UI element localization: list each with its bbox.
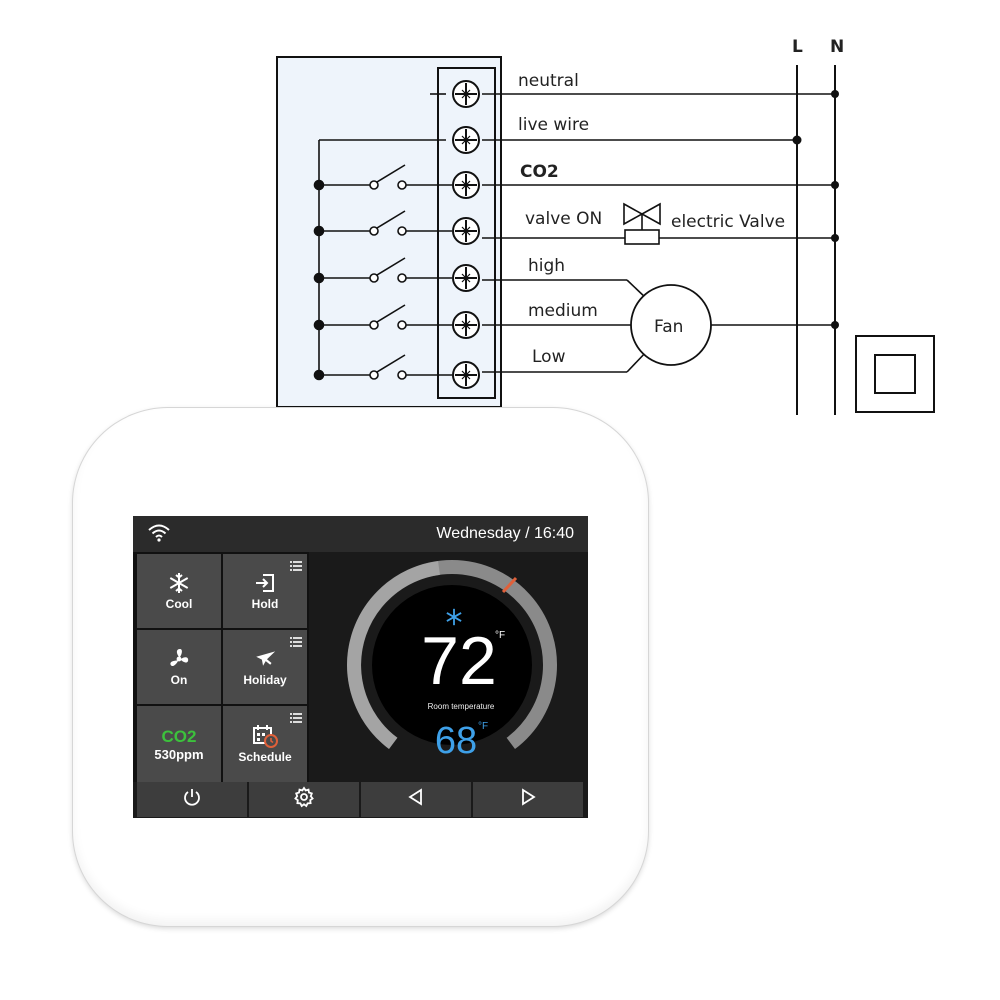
switch-wire	[376, 257, 406, 276]
switch-contact	[397, 320, 407, 330]
switch-contact	[313, 179, 325, 191]
holiday-button[interactable]: Holiday	[223, 630, 307, 704]
electric-valve-symbol	[623, 202, 661, 245]
terminal-block	[437, 67, 496, 399]
switch-wire	[376, 164, 406, 183]
thermostat-screen: Wednesday / 16:40 Cool Hold	[133, 516, 588, 818]
schedule-button[interactable]: Schedule	[223, 706, 307, 782]
fan-icon	[167, 647, 191, 671]
fan-button[interactable]: On	[137, 630, 221, 704]
snowflake-icon	[168, 571, 190, 595]
co2-readout[interactable]: CO2 530ppm	[137, 706, 221, 782]
switch-contact	[397, 226, 407, 236]
dial-face	[372, 585, 532, 745]
holiday-label: Holiday	[243, 673, 287, 687]
switch-contact	[313, 369, 325, 381]
cool-label: Cool	[165, 597, 193, 611]
room-temperature-unit: °F	[478, 721, 489, 732]
settings-button[interactable]	[249, 782, 359, 817]
back-button[interactable]	[361, 782, 471, 817]
switch-contact	[397, 370, 407, 380]
list-menu-icon[interactable]	[290, 710, 302, 728]
terminal-label-high: high	[528, 256, 565, 276]
switch-wire	[376, 210, 406, 229]
switch-contact	[313, 319, 325, 331]
terminal-screws	[452, 80, 480, 389]
schedule-label: Schedule	[238, 750, 292, 764]
switch-wire	[376, 354, 406, 373]
forward-button[interactable]	[473, 782, 583, 817]
switch-contact	[313, 225, 325, 237]
hold-icon	[254, 571, 276, 595]
wifi-icon	[147, 522, 171, 547]
setpoint-marker[interactable]	[501, 576, 518, 594]
room-temperature: 68	[434, 720, 478, 762]
switch-contact	[313, 272, 325, 284]
live-bus-label: L	[792, 37, 803, 57]
fan-on-label: On	[170, 673, 188, 687]
terminal-label-medium: medium	[528, 301, 598, 321]
fan-label: Fan	[654, 317, 683, 337]
status-bar: Wednesday / 16:40	[133, 516, 588, 552]
switch-contact	[369, 226, 379, 236]
power-icon	[182, 787, 202, 812]
switch-wire	[376, 304, 406, 323]
set-temperature: 72	[421, 623, 497, 699]
terminal-label-low: Low	[532, 347, 566, 367]
cool-mode-button[interactable]: Cool	[137, 554, 221, 628]
neutral-bus-label: N	[830, 37, 844, 57]
terminal-label-neutral: neutral	[518, 71, 579, 91]
gear-icon	[293, 786, 315, 813]
switch-contact	[369, 273, 379, 283]
list-menu-icon[interactable]	[290, 558, 302, 576]
calendar-clock-icon	[252, 724, 278, 748]
valve-label: electric Valve	[671, 212, 785, 232]
power-button[interactable]	[137, 782, 247, 817]
triangle-right-icon	[518, 787, 538, 812]
hold-label: Hold	[251, 597, 279, 611]
co2-label: CO2	[161, 726, 197, 746]
set-temperature-unit: °F	[495, 630, 506, 641]
switch-contact	[369, 320, 379, 330]
triangle-left-icon	[406, 787, 426, 812]
thermostat-dial-panel	[309, 552, 588, 782]
snowflake-icon	[441, 608, 467, 631]
room-temperature-label: Room temperature	[427, 702, 495, 711]
switch-contact	[369, 370, 379, 380]
switch-contact	[397, 273, 407, 283]
hold-button[interactable]: Hold	[223, 554, 307, 628]
airplane-icon	[253, 647, 277, 671]
wiring-diagram: L N Fan neutral live wire CO2 valve ON e…	[276, 37, 935, 415]
terminal-label-co2: CO2	[520, 162, 559, 182]
switch-contact	[369, 180, 379, 190]
bottom-toolbar	[133, 782, 588, 818]
terminal-label-live: live wire	[518, 115, 589, 135]
wall-box-icon	[855, 335, 935, 413]
switch-contact	[397, 180, 407, 190]
date-time: Wednesday / 16:40	[436, 525, 574, 542]
relay-switches	[313, 164, 452, 381]
list-menu-icon[interactable]	[290, 634, 302, 652]
terminal-label-valve: valve ON	[525, 209, 602, 229]
co2-value: 530ppm	[154, 746, 204, 762]
